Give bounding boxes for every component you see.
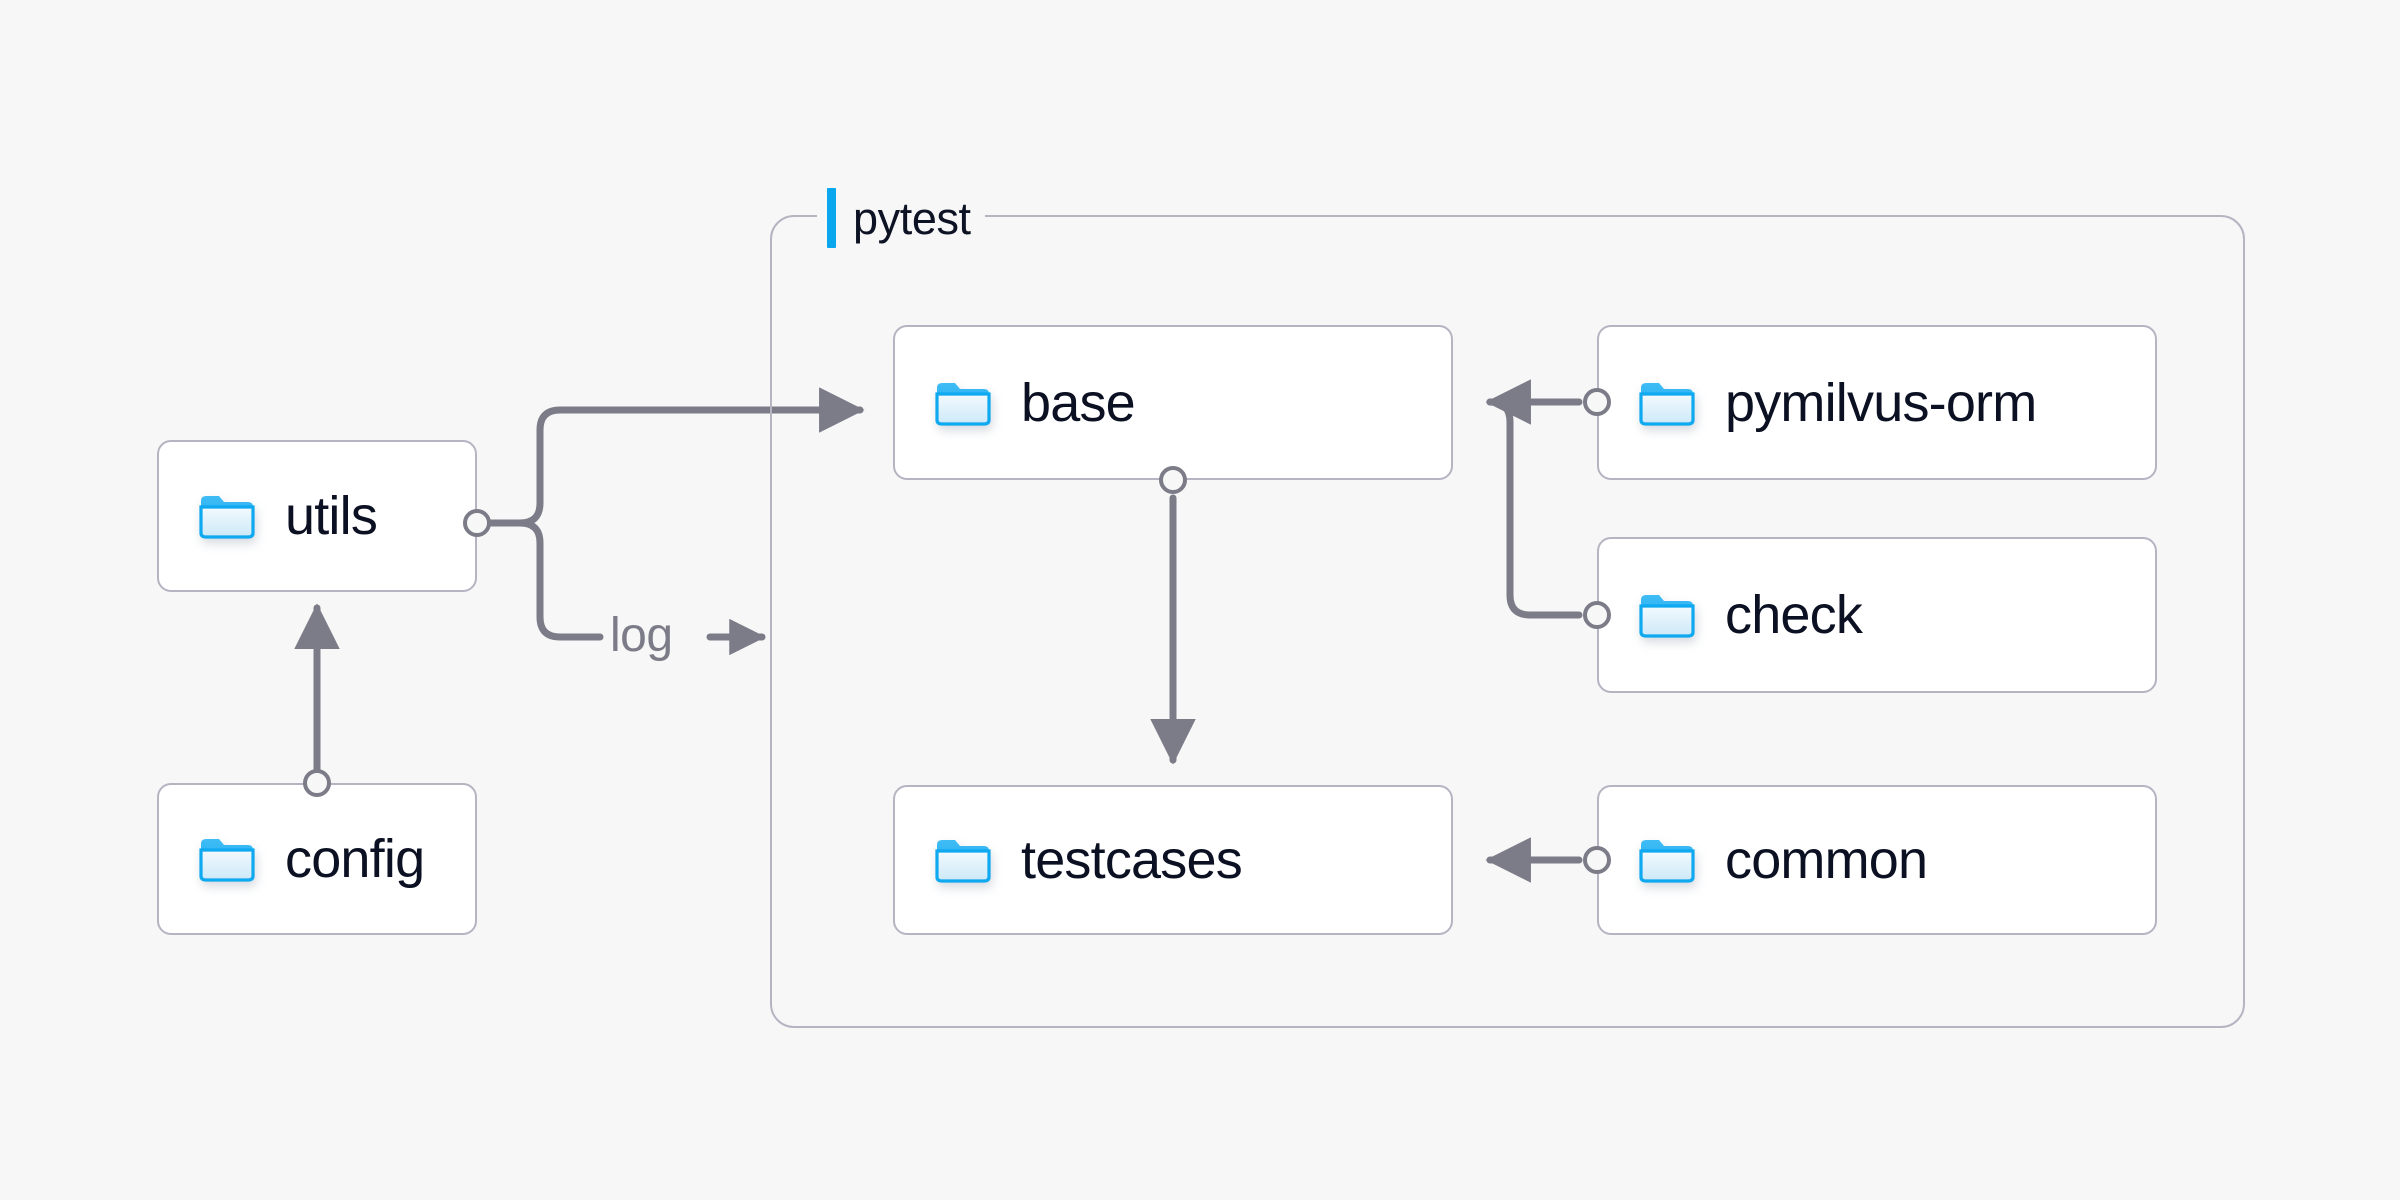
group-pytest[interactable] — [770, 215, 2245, 1028]
node-testcases-label: testcases — [1021, 830, 1243, 890]
handle-check-left[interactable] — [1583, 601, 1611, 629]
handle-pymilvus-orm-left[interactable] — [1583, 388, 1611, 416]
node-pymilvus-orm[interactable]: pymilvus-orm — [1597, 325, 2157, 480]
node-utils[interactable]: utils — [157, 440, 477, 592]
node-common[interactable]: common — [1597, 785, 2157, 935]
group-title: pytest — [853, 192, 971, 244]
node-pymilvus-orm-label: pymilvus-orm — [1725, 372, 2037, 433]
folder-icon — [1639, 837, 1695, 883]
node-check[interactable]: check — [1597, 537, 2157, 693]
folder-icon — [935, 380, 991, 426]
node-config-label: config — [285, 829, 425, 889]
folder-icon — [199, 836, 255, 882]
handle-utils-right[interactable] — [463, 509, 491, 537]
handle-config-top[interactable] — [303, 769, 331, 797]
node-utils-label: utils — [285, 486, 378, 546]
node-testcases[interactable]: testcases — [893, 785, 1453, 935]
node-base[interactable]: base — [893, 325, 1453, 480]
folder-icon — [1639, 380, 1695, 426]
handle-common-left[interactable] — [1583, 846, 1611, 874]
edge-label-log: log — [604, 612, 679, 660]
group-pytest-label: pytest — [817, 187, 985, 249]
node-base-label: base — [1021, 372, 1136, 433]
edge-utils-log — [487, 519, 604, 641]
node-common-label: common — [1725, 830, 1928, 890]
node-check-label: check — [1725, 585, 1863, 645]
group-accent-bar — [827, 188, 836, 248]
handle-base-bottom[interactable] — [1159, 466, 1187, 494]
folder-icon — [935, 837, 991, 883]
folder-icon — [1639, 592, 1695, 638]
folder-icon — [199, 493, 255, 539]
node-config[interactable]: config — [157, 783, 477, 935]
